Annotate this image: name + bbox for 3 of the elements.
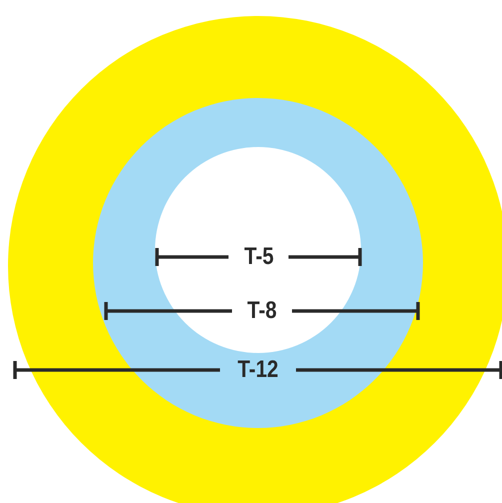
dimension-label: T-12 bbox=[238, 358, 278, 382]
dimension-label: T-8 bbox=[247, 299, 277, 323]
dimension-label: T-5 bbox=[244, 245, 274, 269]
